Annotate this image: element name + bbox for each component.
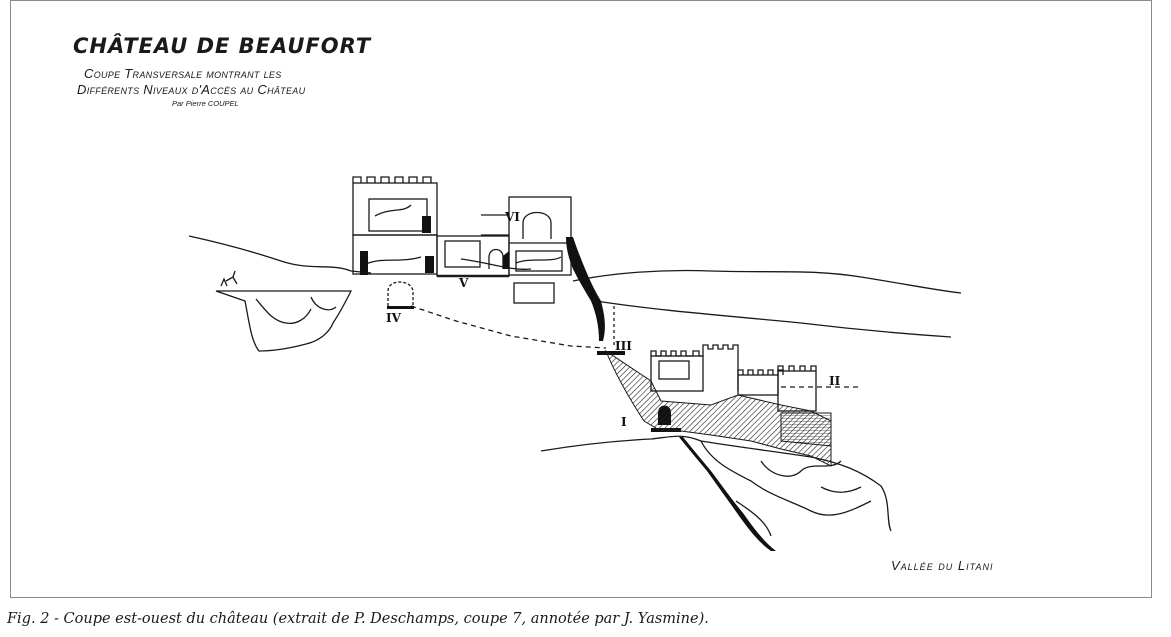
figure-plate: CHÂTEAU DE BEAUFORT Coupe Transversale m… [10,0,1152,598]
cross-section-drawing [188,176,962,551]
background-ridge-mid [460,258,532,270]
lower-cliff-black [679,437,776,551]
valley-label: Vallée du Litani [891,558,994,573]
foundation-block [513,282,555,304]
level-label-i: I [621,415,627,429]
small-figure [220,270,238,287]
level-label-vi: VI [505,210,520,224]
valley-terrain [540,435,892,532]
background-hills-right [572,269,962,294]
dashed-access-path [410,305,607,349]
figure-title: CHÂTEAU DE BEAUFORT [73,34,372,58]
level-label-ii: II [829,374,841,388]
hill-lower-line [595,300,952,338]
lower-towers [650,344,739,391]
background-ridge-left [188,235,372,274]
figure-caption: Fig. 2 - Coupe est-ouest du château (ext… [7,611,709,627]
hatched-rock [604,349,832,467]
figure-subtitle-line2: Différents Niveaux d'Accès au Château [77,82,306,97]
cliff-black [566,237,605,341]
level-label-v: V [459,276,469,290]
level-label-iii: III [615,339,632,353]
figure-author: Par Pierre COUPEL [172,99,239,108]
cistern-iv [387,281,414,306]
left-rock-outcrop [215,290,353,352]
figure-subtitle-line1: Coupe Transversale montrant les [84,66,282,81]
level-label-iv: IV [386,311,401,325]
